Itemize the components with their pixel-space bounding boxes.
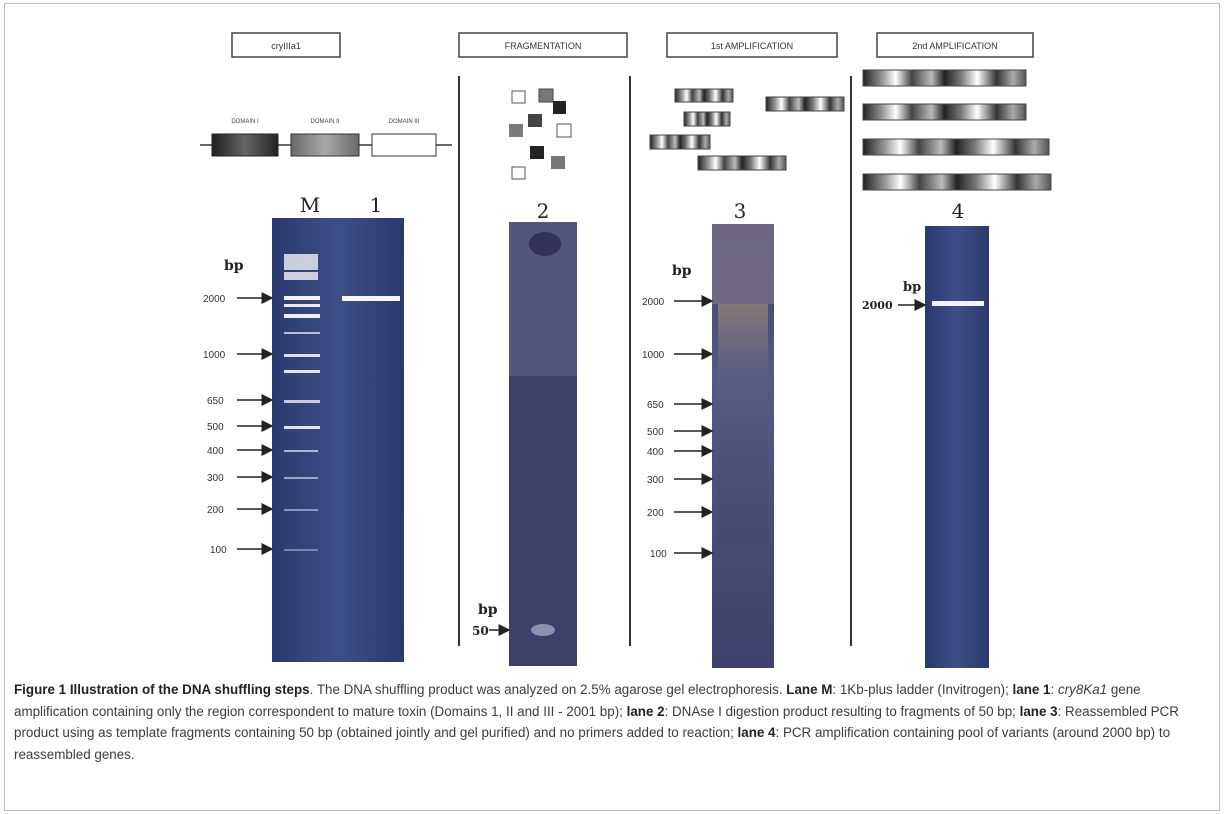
svg-text:300: 300 <box>647 475 664 486</box>
svg-text:2000: 2000 <box>203 294 226 305</box>
bp-label-p1: bp <box>224 258 244 274</box>
svg-text:2000: 2000 <box>862 299 893 312</box>
gel-panel-2 <box>509 222 577 666</box>
caption-lane4-label: lane 4 <box>737 725 776 740</box>
svg-text:500: 500 <box>647 427 664 438</box>
lane-label-1: 1 <box>370 193 383 217</box>
svg-text:100: 100 <box>210 545 227 556</box>
domain-1-block <box>211 133 279 157</box>
gel-panel-1 <box>272 218 404 662</box>
svg-text:1000: 1000 <box>642 350 665 361</box>
fragments-illustration <box>509 88 572 180</box>
ladder-markers-p3: 2000 1000 650 500 400 300 200 100 <box>642 295 714 560</box>
caption-intro: . The DNA shuffling product was analyzed… <box>309 682 787 697</box>
panel3-title: 1st AMPLIFICATION <box>711 41 793 51</box>
caption-lane2-label: lane 2 <box>626 703 665 719</box>
domain-diagram: DOMAIN I DOMAIN II DOMAIN III <box>200 119 452 157</box>
domain-2-block <box>290 133 360 157</box>
svg-text:300: 300 <box>207 473 224 484</box>
caption-laneM-label: Lane M <box>786 682 833 697</box>
gel-panel-3 <box>712 224 774 668</box>
svg-text:650: 650 <box>207 396 224 407</box>
svg-text:200: 200 <box>207 505 224 516</box>
lane-label-2: 2 <box>537 199 550 223</box>
caption-title: Illustration of the DNA shuffling steps <box>69 682 310 697</box>
svg-text:400: 400 <box>207 446 224 457</box>
bp-label-p4: bp <box>903 280 921 295</box>
marker-2000-p4: 2000 <box>862 299 927 312</box>
panel4-title-box: 2nd AMPLIFICATION <box>876 32 1034 58</box>
marker-50-p2: 50 <box>472 624 511 638</box>
svg-text:2000: 2000 <box>642 297 665 308</box>
bp-label-p3: bp <box>672 263 692 279</box>
ladder-markers-p1: 2000 1000 650 500 400 300 200 100 <box>203 292 274 556</box>
panel2-title-box: FRAGMENTATION <box>458 32 628 58</box>
panel2-title: FRAGMENTATION <box>505 41 582 51</box>
variants-illustration <box>862 69 1052 191</box>
svg-text:500: 500 <box>207 422 224 433</box>
lane-label-3: 3 <box>734 199 747 223</box>
caption-lane2-text: : DNAse I digestion product resulting to… <box>664 703 1020 719</box>
panel1-title-box: cryIIIa1 <box>231 32 341 58</box>
caption-lane4-text: : PCR amplification containing pool of v… <box>14 725 1171 762</box>
caption-label: Figure 1 <box>14 682 67 697</box>
svg-text:400: 400 <box>647 447 664 458</box>
svg-text:100: 100 <box>650 549 667 560</box>
domain-3-label: DOMAIN III <box>389 119 420 125</box>
figure-illustration: cryIIIa1 FRAGMENTATION 1st AMPLIFICATION… <box>200 32 1052 668</box>
svg-text:50: 50 <box>472 624 489 638</box>
domain-2-label: DOMAIN II <box>310 119 339 125</box>
caption-lane3-label: lane 3 <box>1019 703 1058 719</box>
panel3-title-box: 1st AMPLIFICATION <box>666 32 838 58</box>
svg-text:650: 650 <box>647 400 664 411</box>
lane-label-M: M <box>300 193 320 217</box>
caption-lane3-text: : Reassembled PCR product using as templ… <box>14 703 1179 741</box>
figure-frame <box>4 3 1220 811</box>
reassembly-illustration <box>649 88 845 171</box>
bp-label-p2: bp <box>478 602 498 618</box>
domain-3-block <box>371 133 437 157</box>
gel-panel-4 <box>925 226 989 668</box>
figure-caption: Figure 1 Illustration of the DNA shuffli… <box>14 679 1210 765</box>
svg-text:200: 200 <box>647 508 664 519</box>
caption-lane1-sep: : <box>1050 682 1058 697</box>
caption-lane1-label: lane 1 <box>1012 682 1051 697</box>
panel1-title: cryIIIa1 <box>271 41 301 51</box>
lane-label-4: 4 <box>952 199 965 223</box>
caption-lane1-text: gene amplification containing only the r… <box>14 682 1141 719</box>
domain-1-label: DOMAIN I <box>231 119 259 125</box>
caption-lane1-gene: cry8Ka1 <box>1057 682 1108 697</box>
panel4-title: 2nd AMPLIFICATION <box>912 41 997 51</box>
svg-text:1000: 1000 <box>203 350 226 361</box>
caption-laneM-text: : 1Kb-plus ladder (Invitrogen); <box>832 682 1013 697</box>
